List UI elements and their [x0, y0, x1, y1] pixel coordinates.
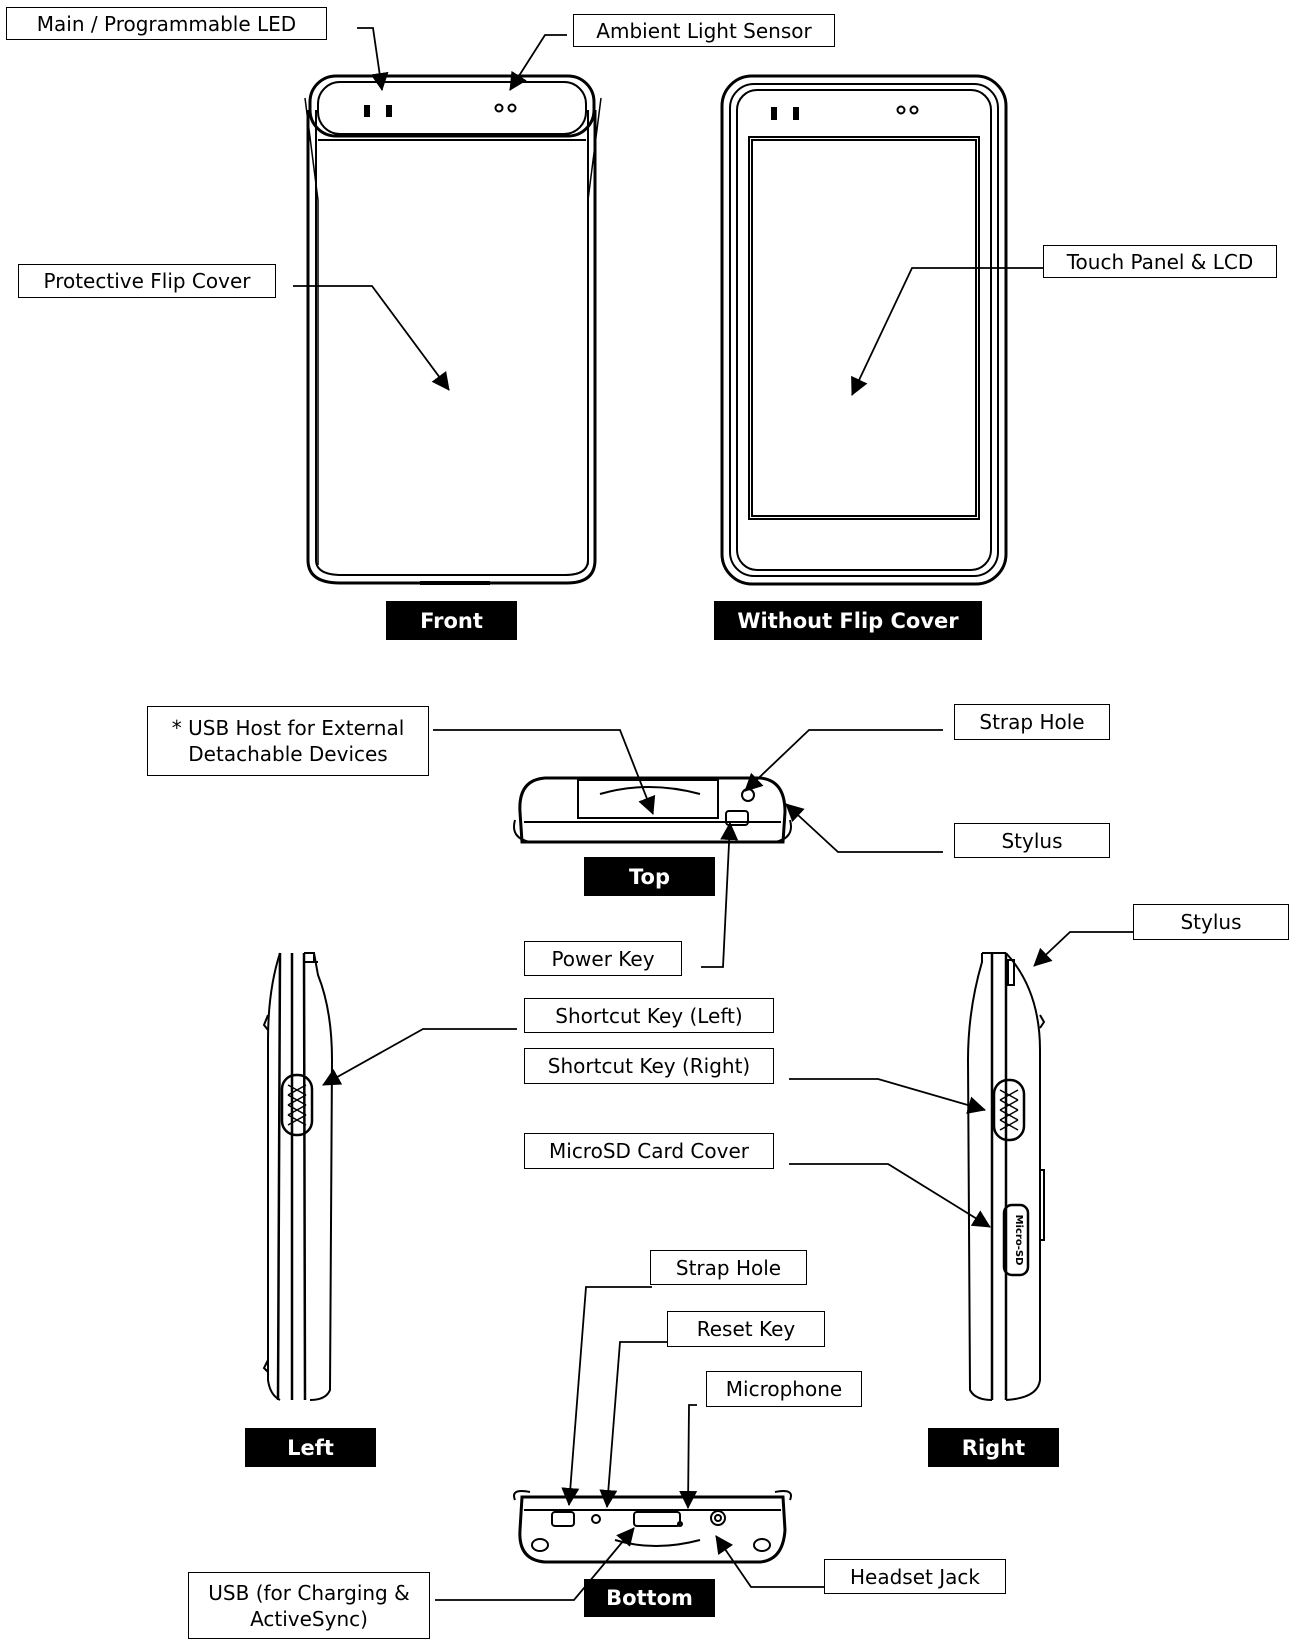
label-microsd-cover-text: MicroSD Card Cover: [549, 1139, 749, 1163]
label-strap-hole-bottom-text: Strap Hole: [675, 1255, 782, 1280]
caption-bottom: Bottom: [584, 1579, 715, 1617]
label-microphone: Microphone: [706, 1371, 862, 1407]
top-view-drawing: [513, 776, 792, 844]
caption-left-text: Left: [287, 1435, 334, 1460]
leader-lines: [293, 27, 1139, 1601]
label-shortcut-right: Shortcut Key (Right): [524, 1048, 774, 1084]
label-usb-charging-line1: USB (for Charging &: [208, 1580, 410, 1605]
label-usb-host: * USB Host for External Detachable Devic…: [147, 706, 429, 776]
caption-left: Left: [245, 1428, 376, 1467]
front-view-drawing: [304, 74, 602, 585]
label-headset-jack: Headset Jack: [824, 1559, 1006, 1594]
label-shortcut-right-text: Shortcut Key (Right): [547, 1054, 751, 1078]
right-view-drawing: [966, 952, 1046, 1401]
label-usb-charging: USB (for Charging & ActiveSync): [188, 1572, 430, 1639]
label-protective-flip-cover: Protective Flip Cover: [18, 264, 276, 298]
label-strap-hole-top: Strap Hole: [954, 704, 1110, 740]
label-touch-panel-lcd: Touch Panel & LCD: [1043, 245, 1277, 278]
label-power-key-text: Power Key: [551, 946, 655, 971]
caption-without-flip-cover: Without Flip Cover: [714, 601, 982, 640]
label-stylus-right: Stylus: [1133, 904, 1289, 940]
label-touch-panel-lcd-text: Touch Panel & LCD: [1066, 249, 1254, 274]
label-stylus-top-text: Stylus: [1001, 828, 1063, 853]
label-strap-hole-bottom: Strap Hole: [650, 1250, 807, 1285]
label-shortcut-left: Shortcut Key (Left): [524, 998, 774, 1033]
caption-right-text: Right: [961, 1435, 1026, 1460]
without-cover-view-drawing: [720, 74, 1008, 586]
label-usb-charging-line2: ActiveSync): [250, 1606, 368, 1631]
caption-front-text: Front: [420, 608, 483, 633]
label-main-led-text: Main / Programmable LED: [36, 11, 297, 36]
caption-right: Right: [928, 1428, 1059, 1467]
label-usb-host-line1: * USB Host for External: [171, 716, 405, 740]
label-usb-host-line2: Detachable Devices: [188, 742, 388, 766]
caption-top-text: Top: [629, 864, 670, 889]
label-shortcut-left-text: Shortcut Key (Left): [555, 1003, 743, 1028]
bottom-view-drawing: [513, 1490, 792, 1564]
label-reset-key-text: Reset Key: [696, 1317, 796, 1341]
label-stylus-right-text: Stylus: [1180, 910, 1242, 934]
caption-bottom-text: Bottom: [606, 1586, 693, 1610]
caption-top: Top: [584, 857, 715, 896]
label-protective-flip-cover-text: Protective Flip Cover: [43, 269, 251, 293]
label-main-led: Main / Programmable LED: [6, 7, 327, 40]
label-ambient-light-sensor: Ambient Light Sensor: [573, 14, 835, 47]
caption-without-flip-cover-text: Without Flip Cover: [737, 608, 959, 633]
label-strap-hole-top-text: Strap Hole: [979, 710, 1085, 734]
label-headset-jack-text: Headset Jack: [850, 1564, 980, 1589]
label-power-key: Power Key: [524, 941, 682, 976]
label-reset-key: Reset Key: [667, 1311, 825, 1347]
label-microphone-text: Microphone: [725, 1377, 843, 1401]
label-microsd-cover: MicroSD Card Cover: [524, 1133, 774, 1169]
label-stylus-top: Stylus: [954, 823, 1110, 858]
left-view-drawing: [262, 952, 334, 1401]
label-ambient-light-sensor-text: Ambient Light Sensor: [596, 18, 812, 43]
microsd-slot-text: Micro-SD: [1013, 1215, 1024, 1266]
caption-front: Front: [386, 601, 517, 640]
